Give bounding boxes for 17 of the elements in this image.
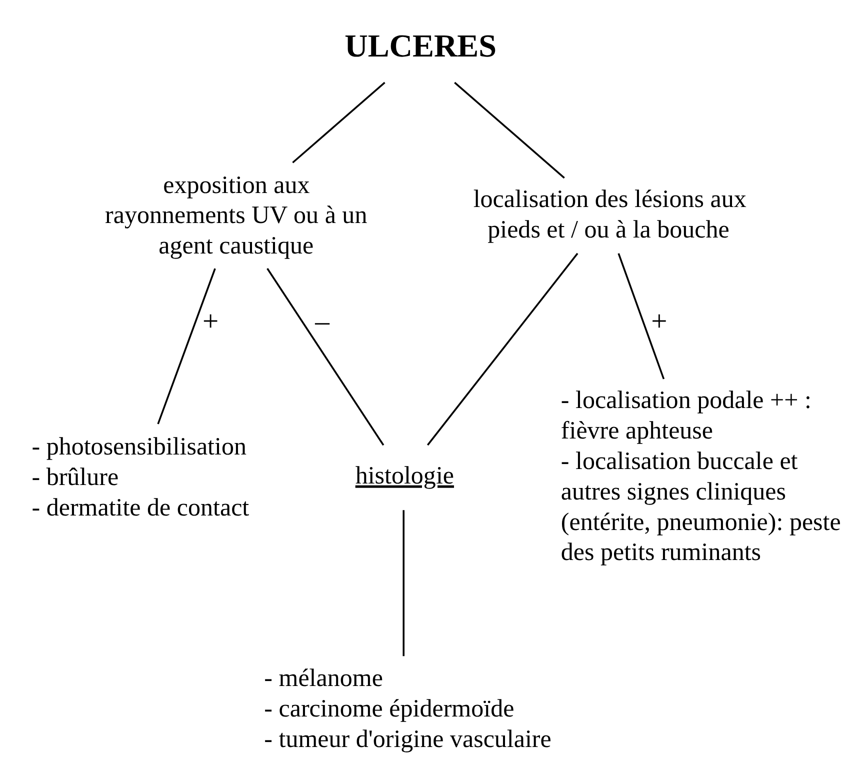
connector [157,268,216,424]
connector [618,253,665,380]
node-text: localisation des lésions aux pieds et / ou à la bouche [473,186,746,244]
node-text: exposition aux rayonnements UV ou à un agent caustique [105,172,368,260]
edge-label: + [651,306,668,338]
connector [454,82,565,179]
edge-label: – [315,306,330,338]
edge-label: + [202,306,219,338]
connector [402,510,404,656]
node-text: histologie [355,462,454,490]
node-text: - localisation podale ++ : fièvre aphteuse - localisation buccale et autres signes cliniques (entérite, pneumonie): peste des petits ruminants [560,387,841,566]
connector [292,82,386,164]
node-text: - photosensibilisation - brûlure - dermatite de contact [32,434,250,522]
connector [426,252,578,446]
connector [266,268,384,446]
node-text: - mélanome - carcinome épidermoïde - tumeur d'origine vasculaire [264,665,552,754]
node-text: ULCERES [344,27,497,64]
